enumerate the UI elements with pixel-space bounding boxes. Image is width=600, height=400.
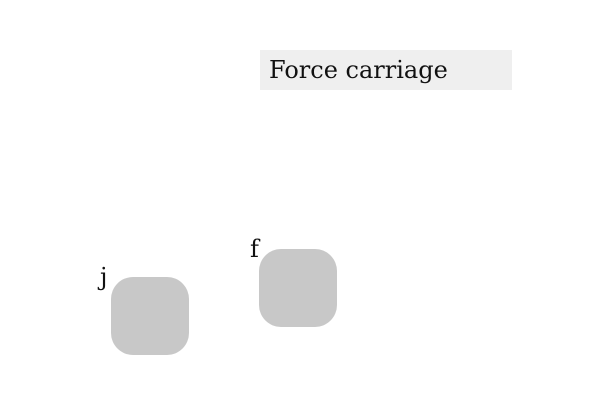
page-title: Force carriage <box>269 56 448 84</box>
key-label-j: j <box>100 263 108 291</box>
title-bar: Force carriage <box>260 50 512 90</box>
key-button-f[interactable] <box>259 249 337 327</box>
key-button-j[interactable] <box>111 277 189 355</box>
key-label-f: f <box>250 235 259 263</box>
